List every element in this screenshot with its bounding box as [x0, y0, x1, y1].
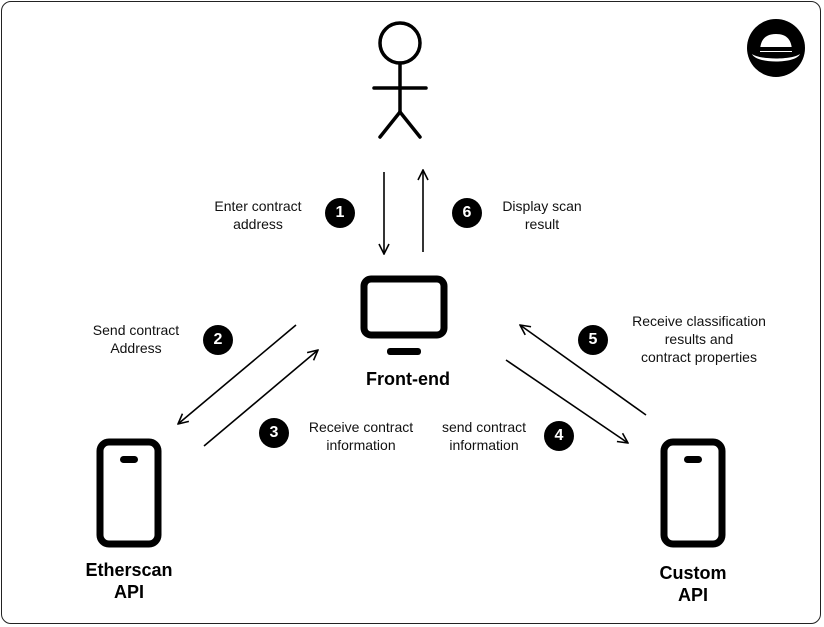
monitor-icon [360, 275, 448, 355]
step-badge-6: 6 [452, 198, 482, 228]
phone-icon [660, 438, 726, 548]
step-label-1: Enter contract address [214, 198, 302, 232]
phone-icon [96, 438, 162, 548]
frontend-label: Front-end [366, 369, 450, 389]
arrow-step-5 [520, 325, 647, 416]
custom-api-label: Custom API [659, 563, 727, 605]
step-label-2: Send contract Address [92, 322, 180, 356]
step-label-3: Receive contract information [308, 419, 414, 453]
arrow-step-2 [178, 324, 297, 424]
step-badge-1: 1 [325, 198, 355, 228]
arrow-step-4 [505, 359, 628, 443]
step-label-6: Display scan result [502, 198, 582, 232]
stick-figure-icon [372, 21, 428, 139]
etherscan-api-label: Etherscan API [85, 560, 173, 602]
step-badge-3: 3 [259, 418, 289, 448]
arrow-step-3 [203, 350, 318, 447]
step-badge-2: 2 [203, 325, 233, 355]
step-badge-5: 5 [578, 325, 608, 355]
step-label-5: Receive classification results and contr… [632, 313, 766, 365]
step-badge-4: 4 [544, 421, 574, 451]
hat-logo-icon [747, 19, 805, 77]
step-label-4: send contract information [441, 419, 527, 453]
